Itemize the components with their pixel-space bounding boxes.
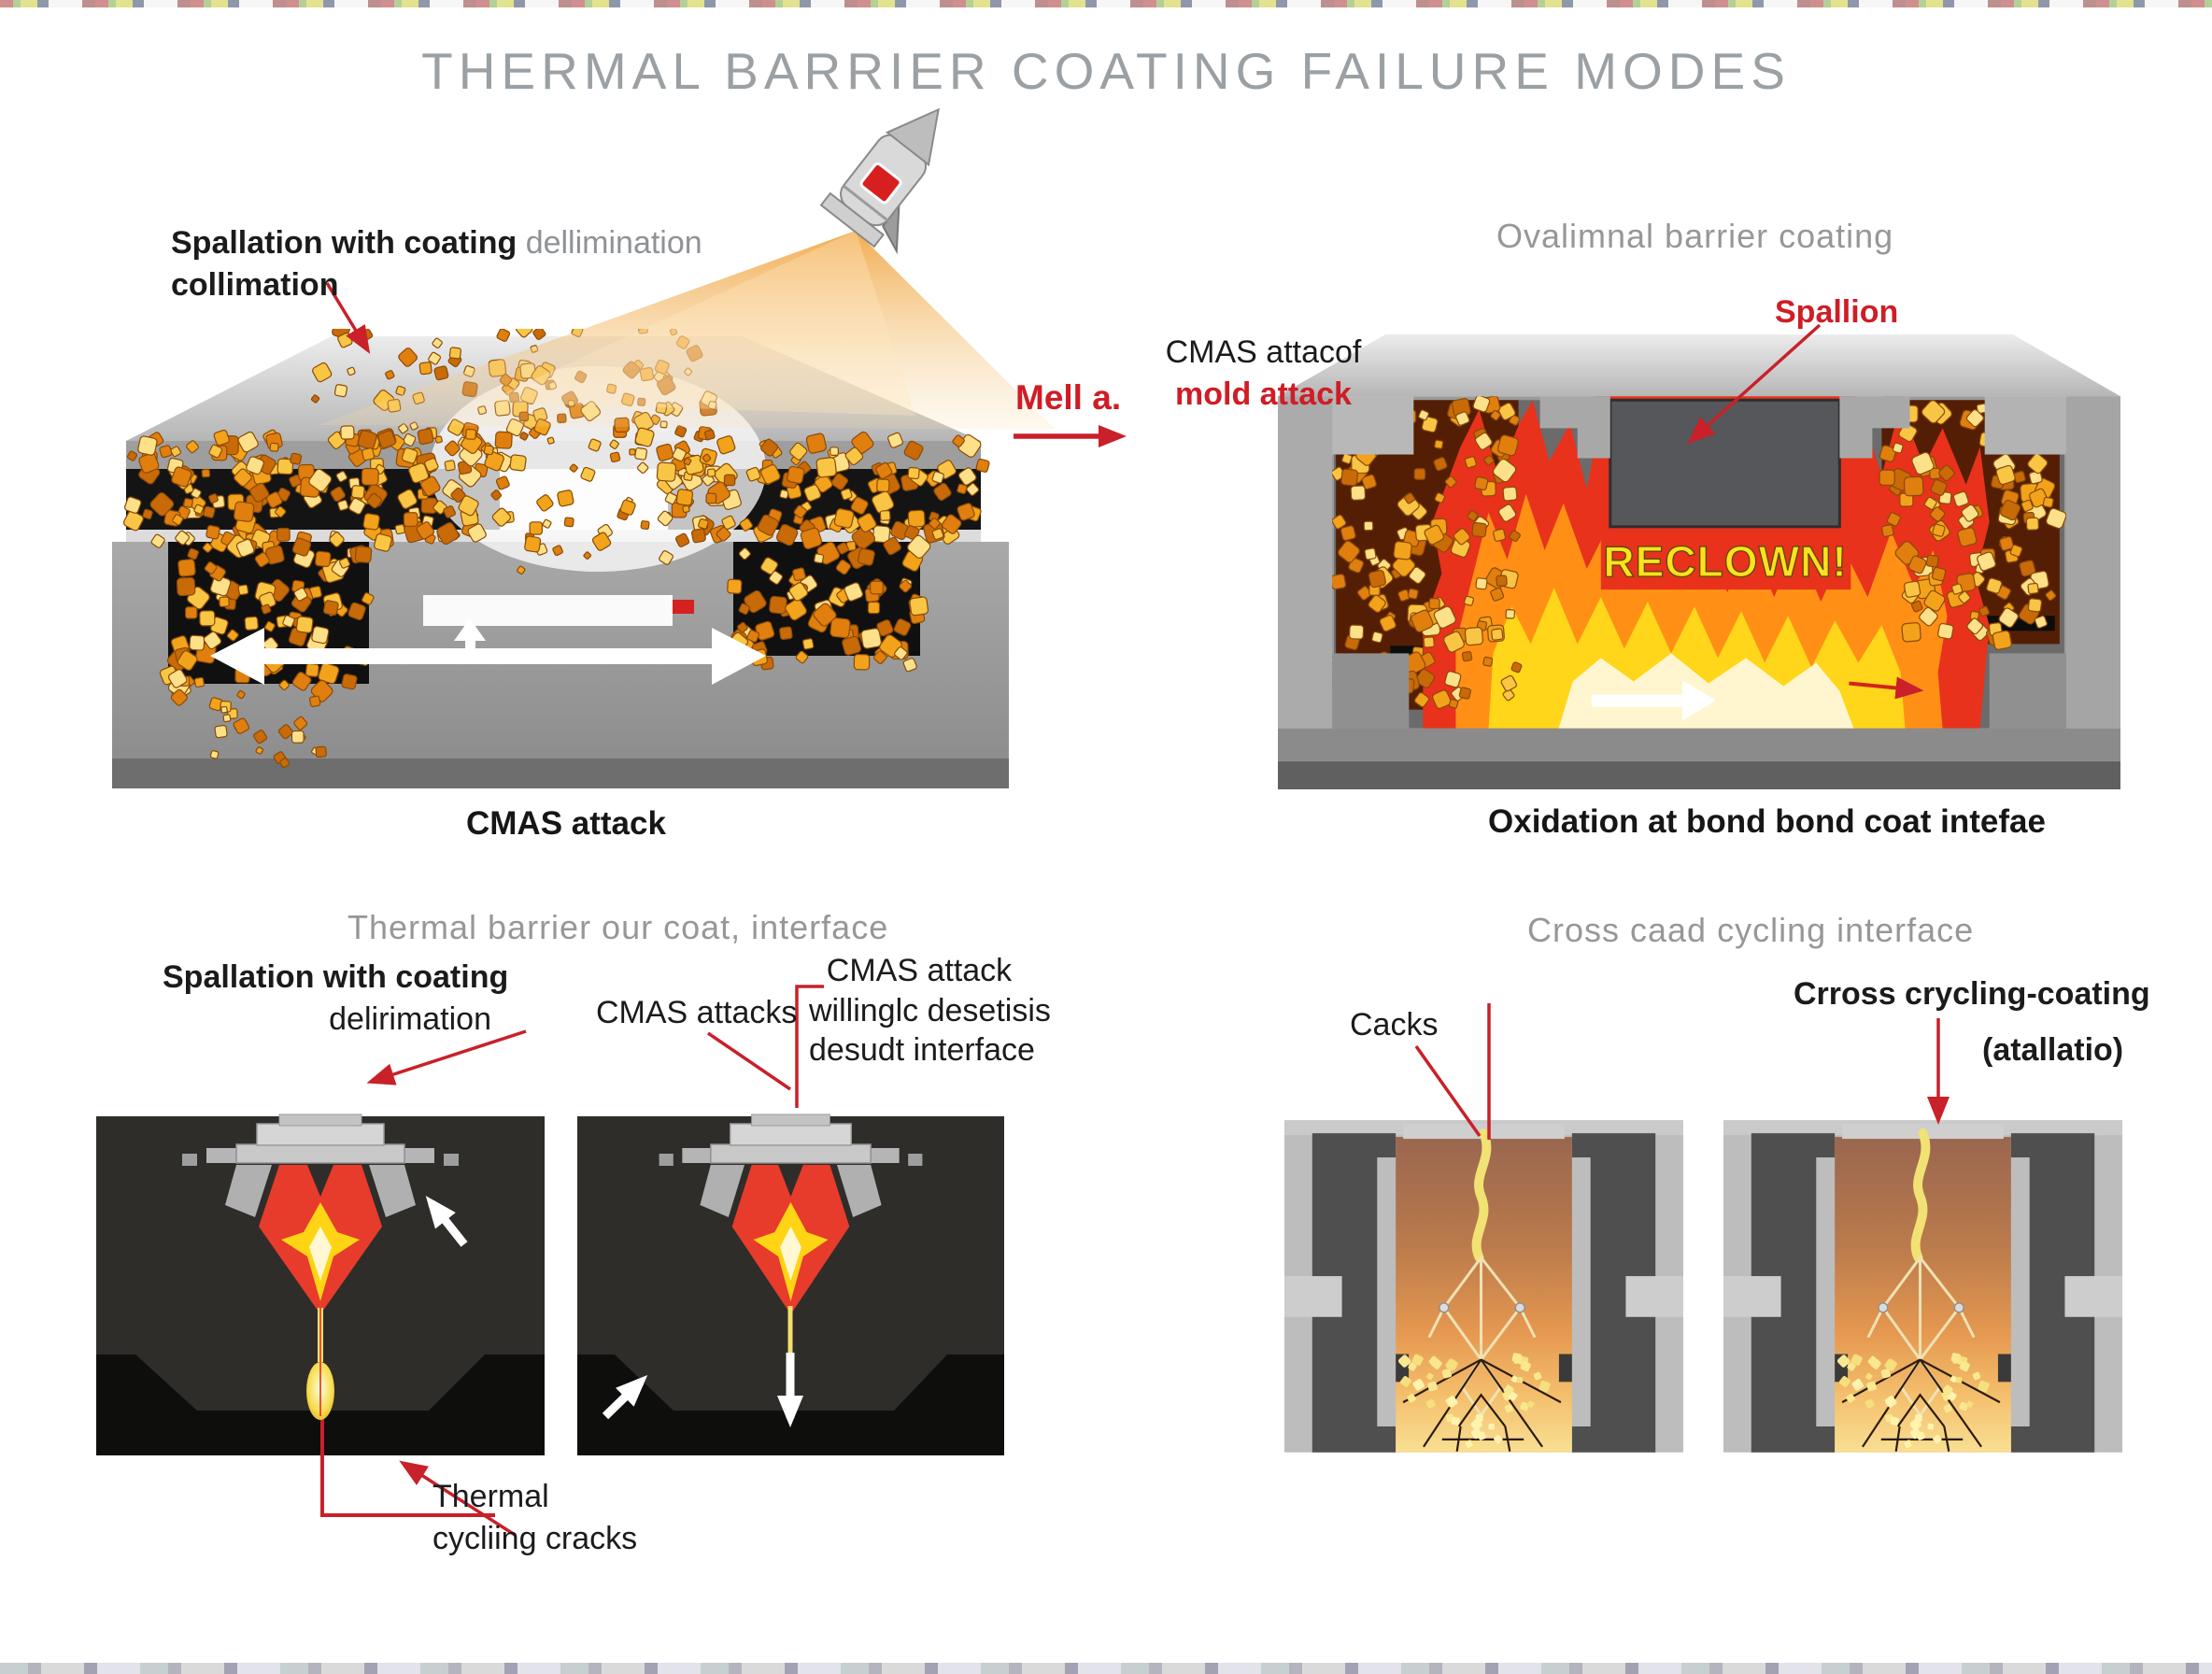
label-thermal-cycling: Thermal cycliing cracks <box>432 1476 637 1560</box>
label-cmas-attack-block-line3: desudt interface <box>809 1032 1035 1068</box>
oxide-arrow <box>1849 676 1924 700</box>
label-cacks: Cacks <box>1350 1007 1439 1043</box>
caption-cmas-attack: CMAS attack <box>466 805 666 842</box>
flame-core <box>1558 653 1854 729</box>
stress-arrows <box>210 618 766 685</box>
label-spallation-bottom: Spallation with coating delirimation <box>163 957 508 1041</box>
label-barrier-coating: Ovalimnal barrier coating <box>1496 217 1894 255</box>
label-cmas-attacof-line1: CMAS attacof <box>1165 334 1362 370</box>
caption-oxidation: Oxidation at bond bond coat intefae <box>1488 803 2046 840</box>
label-spallion: Spallion <box>1775 294 1899 330</box>
heading-thermal-interface: Thermal barrier our coat, interface <box>347 908 889 946</box>
label-cmas-attack-block: CMAS attack willinglc desetisis desudt i… <box>809 951 1051 1071</box>
growth-arrow <box>1591 680 1717 721</box>
panel-cyclic-crack-1 <box>1284 1119 1683 1454</box>
label-cmas-attack-block-line1: CMAS attack <box>826 953 1013 988</box>
heading-cross-cycling: Cross caad cycling interface <box>1527 911 1975 949</box>
label-spallation-top: Spallation with coating dellimination co… <box>171 222 702 306</box>
burst-text: RECLOWN! <box>1603 537 1847 586</box>
panel-cyclic-crack-2 <box>1723 1119 2122 1454</box>
label-spallation-bold: Spallation with coating <box>171 225 518 261</box>
label-cross-cycling-coating: Crross crycling-coating <box>1794 976 2150 1012</box>
label-cmas-attack-block-line2: willinglc desetisis <box>809 992 1051 1029</box>
label-atallatio: (atallatio) <box>1982 1032 2124 1068</box>
page-title: THERMAL BARRIER COATING FAILURE MODES <box>421 42 1791 100</box>
central-block <box>1609 398 1841 529</box>
edge-noise-top <box>0 0 2212 7</box>
edge-noise-bottom <box>0 1663 2212 1674</box>
label-cmas-attacof: CMAS attacof mold attack <box>1158 332 1368 416</box>
panel-thermal-crack-1 <box>96 1114 545 1455</box>
label-thermal-cycling-line1: Thermal <box>432 1479 549 1514</box>
panel-thermal-crack-2 <box>577 1114 1004 1455</box>
delamination-gap <box>423 595 673 626</box>
label-cmas-attacks: CMAS attacks <box>596 995 798 1030</box>
rocket-icon <box>819 107 940 255</box>
label-mell: Mell a. <box>1015 378 1122 417</box>
label-dellimination: dellimination <box>525 225 702 261</box>
cmas-particles <box>122 329 990 769</box>
label-collimation: collimation <box>171 266 339 303</box>
panel-oxidation: RECLOWN! <box>1278 334 2120 789</box>
label-delirimation: delirimation <box>329 1000 491 1037</box>
label-mold-attack: mold attack <box>1175 376 1352 412</box>
label-spallation-bottom-line1: Spallation with coating <box>163 959 509 995</box>
label-thermal-cycling-line2: cycliing cracks <box>432 1520 638 1556</box>
panel-cmas-slab <box>112 329 1009 788</box>
